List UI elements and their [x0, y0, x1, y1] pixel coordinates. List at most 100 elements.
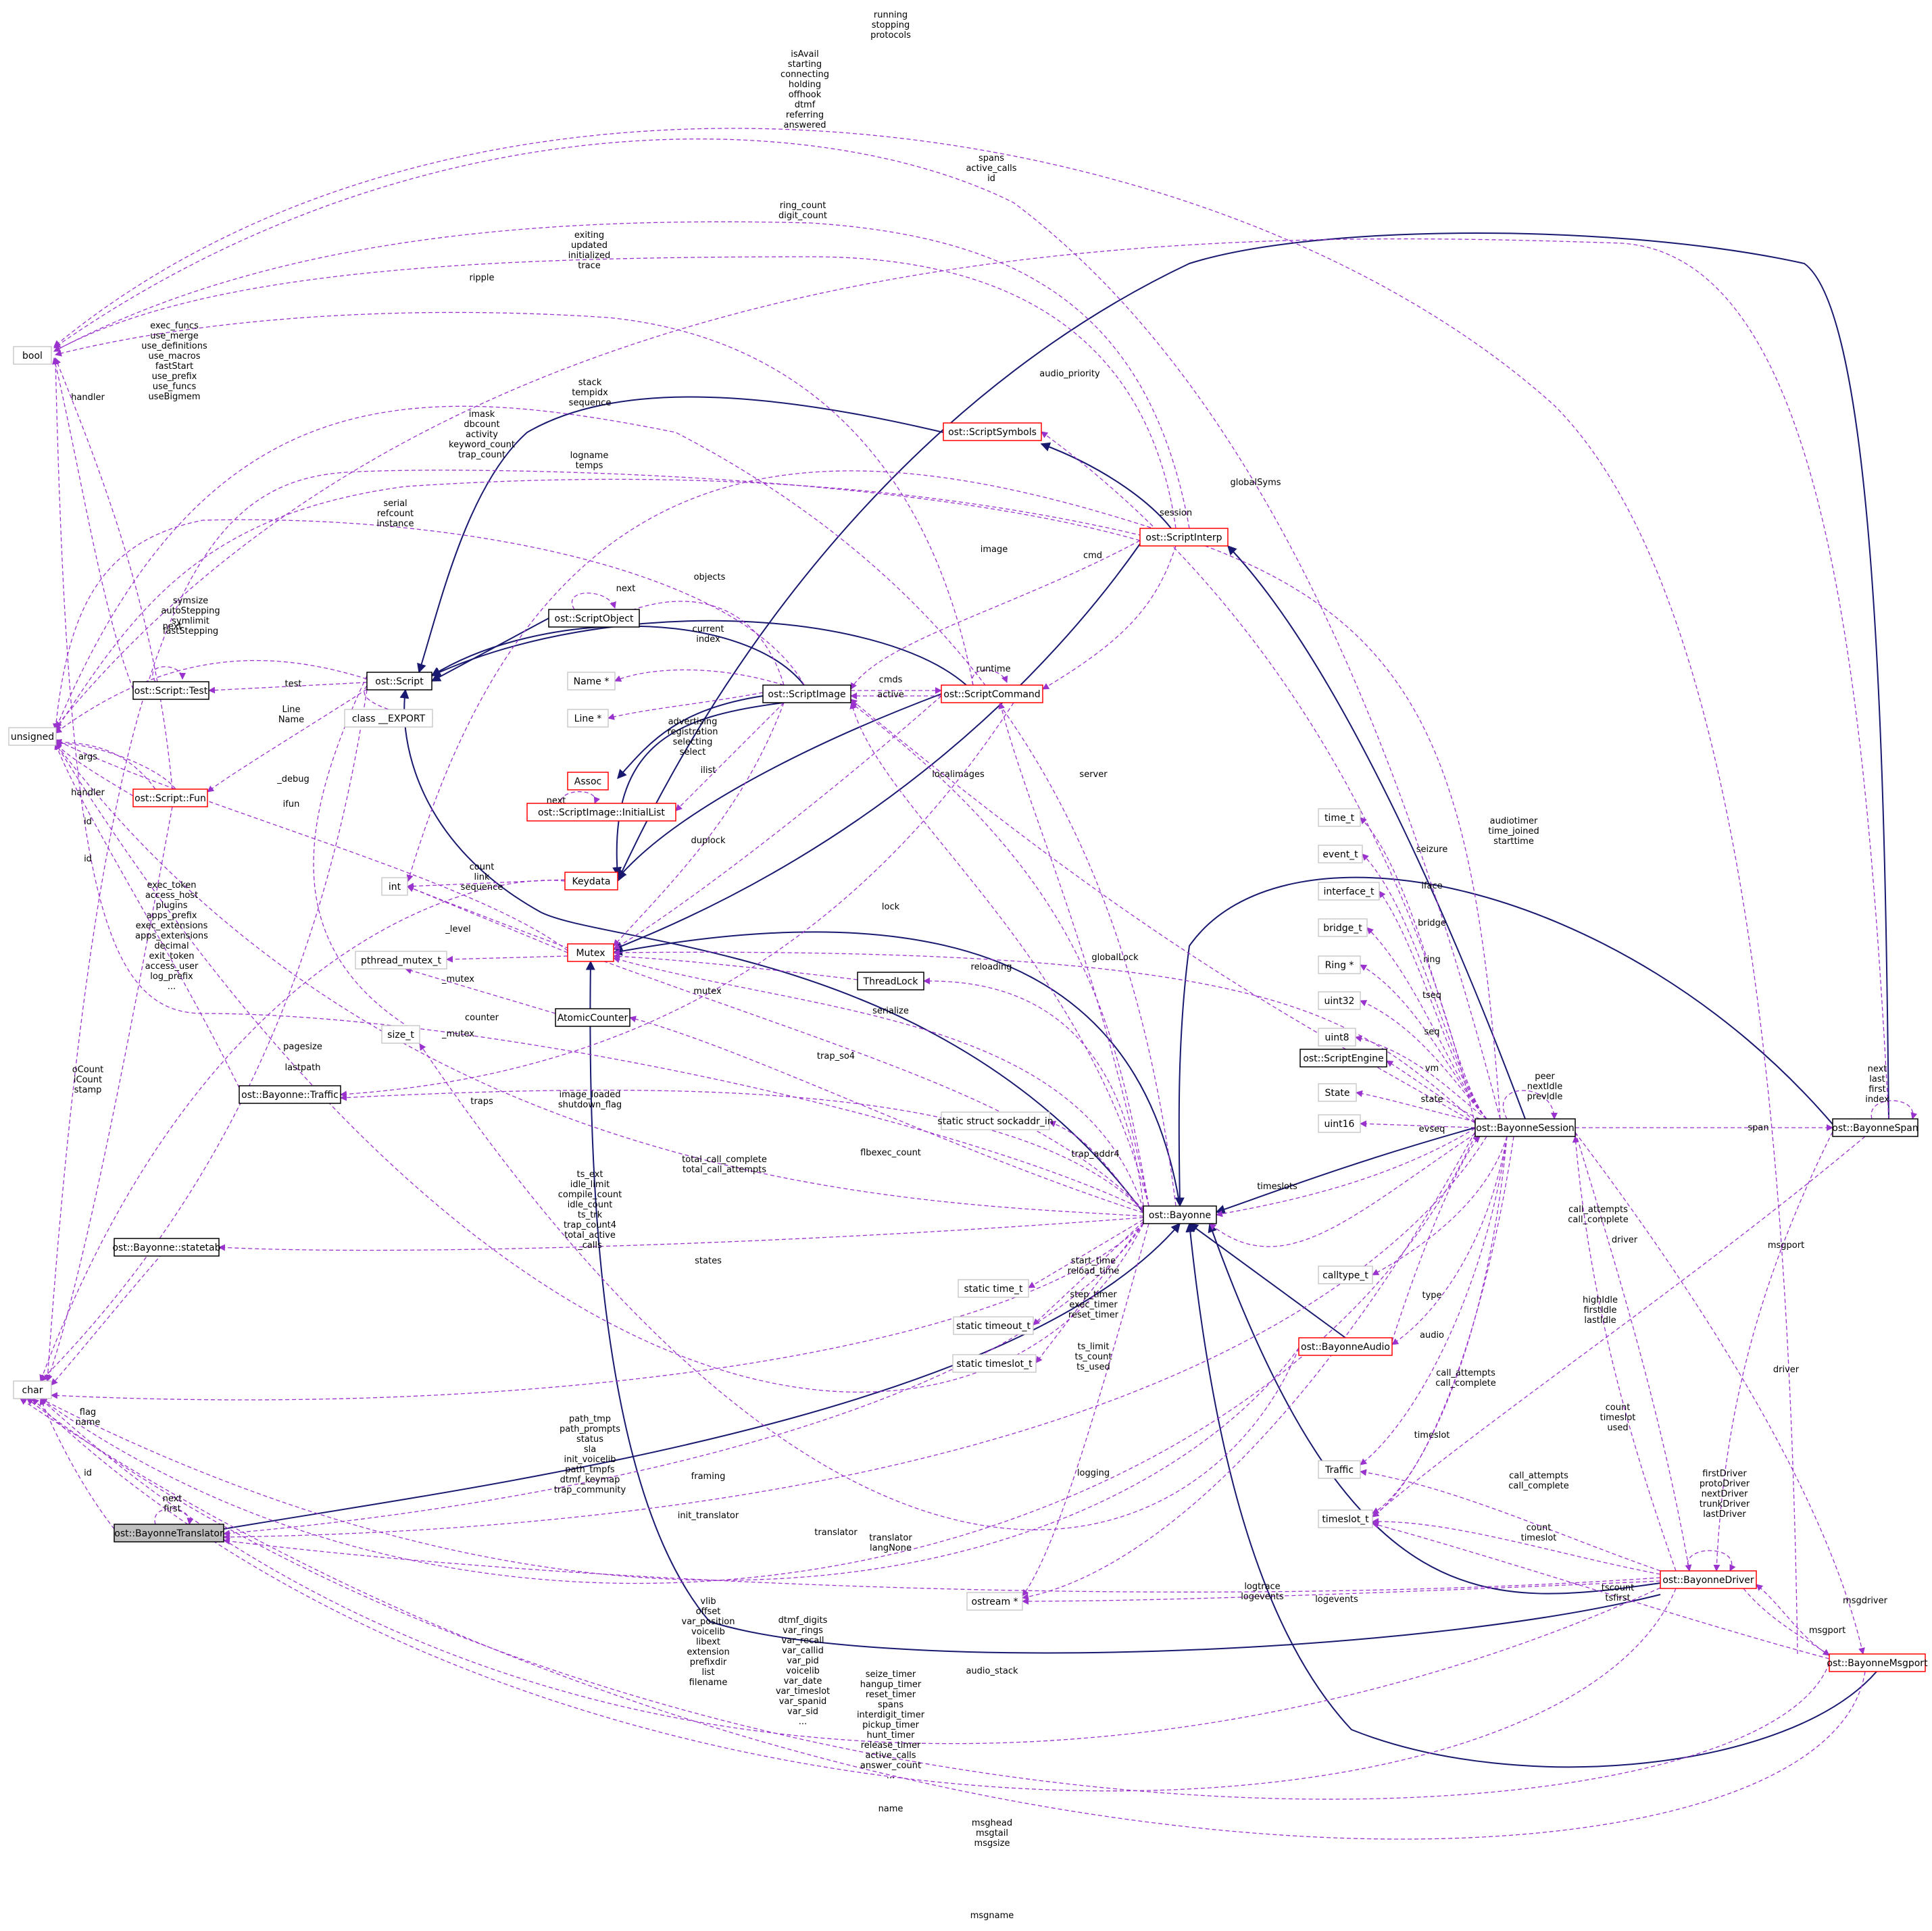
- edge-label: seize_timerhangup_timerreset_timerspansi…: [857, 1670, 925, 1781]
- edge-label: tseq: [1422, 990, 1441, 1001]
- usage-edge: [1033, 1221, 1144, 1326]
- node-static_timeslot: static timeslot_t: [952, 1354, 1037, 1373]
- edge-label: lastpath: [284, 1063, 320, 1073]
- edge-label: states: [695, 1256, 722, 1266]
- node-label: Mutex: [576, 948, 605, 959]
- usage-edge: [340, 702, 1014, 1098]
- edge-label: timeslots: [1257, 1182, 1297, 1192]
- node-keydata[interactable]: Keydata: [564, 872, 618, 891]
- node-session[interactable]: ost::BayonneSession: [1475, 1118, 1576, 1137]
- inheritance-edge: [1185, 1222, 1877, 1768]
- node-statetab[interactable]: ost::Bayonne::statetab: [112, 1238, 221, 1257]
- edge-label-line: logevents: [1315, 1595, 1358, 1605]
- edge-label-line: spans: [979, 153, 1004, 164]
- node-scriptcommand[interactable]: ost::ScriptCommand: [941, 684, 1043, 703]
- usage-edge: [20, 1398, 1866, 1840]
- edge-label: audio_stack: [966, 1666, 1018, 1676]
- node-static_timeout: static timeout_t: [953, 1316, 1034, 1335]
- edge-label-line: libext: [696, 1637, 720, 1647]
- node-threadlock[interactable]: ThreadLock: [857, 972, 924, 990]
- edge-label-line: current: [693, 624, 724, 634]
- node-span[interactable]: ost::BayonneSpan: [1832, 1118, 1918, 1137]
- edge-label: msgport: [1768, 1240, 1804, 1251]
- edge-label-line: time_joined: [1488, 826, 1539, 836]
- inheritance-edge: [399, 688, 1144, 1213]
- node-box: [344, 709, 433, 728]
- edge-label-line: lastDriver: [1703, 1509, 1746, 1520]
- usage-edge: [208, 682, 368, 694]
- edge-label-line: nextDriver: [1702, 1489, 1748, 1499]
- usage-edge: [53, 256, 1176, 529]
- edge-label-line: useBigmem: [148, 392, 200, 402]
- edge-label-line: serial: [383, 499, 407, 509]
- edge-label: exec_funcsuse_mergeuse_definitionsuse_ma…: [141, 321, 207, 402]
- node-atomic[interactable]: AtomicCounter: [555, 1008, 630, 1027]
- usage-edge: [1756, 1584, 1830, 1656]
- node-mutex[interactable]: Mutex: [567, 943, 614, 962]
- edge-label: trap_so4: [817, 1051, 855, 1061]
- node-scriptengine[interactable]: ost::ScriptEngine: [1299, 1049, 1387, 1068]
- edge-label: trap_addr4: [1071, 1149, 1119, 1159]
- node-label: static timeslot_t: [956, 1359, 1033, 1370]
- edge-label: seizure: [1416, 845, 1448, 855]
- node-assoc[interactable]: Assoc: [567, 772, 609, 791]
- node-label: ost::ScriptSymbols: [948, 427, 1037, 438]
- edge-label: cmds: [879, 675, 903, 685]
- edge-label-line: test: [285, 679, 302, 689]
- edge-label-line: voicelib: [786, 1666, 820, 1676]
- edge-label-line: exec_extensions: [136, 921, 208, 931]
- edge-label-line: objects: [694, 572, 726, 582]
- node-box: [1143, 1205, 1217, 1224]
- usage-edge: [1360, 1469, 1661, 1572]
- edge-label-line: index: [696, 634, 720, 645]
- edge-label: cmd: [1083, 551, 1102, 561]
- node-scriptinterp[interactable]: ost::ScriptInterp: [1139, 528, 1229, 547]
- node-bayonne[interactable]: ost::Bayonne: [1143, 1205, 1217, 1224]
- edge-label-line: exec_funcs: [150, 321, 199, 331]
- node-scriptsymbols[interactable]: ost::ScriptSymbols: [943, 422, 1042, 441]
- node-scriptimage[interactable]: ost::ScriptImage: [762, 684, 851, 703]
- edge-label-line: lastIdle: [1584, 1315, 1616, 1326]
- node-state: State: [1318, 1083, 1357, 1102]
- node-audio[interactable]: ost::BayonneAudio: [1298, 1337, 1393, 1356]
- edge-label-line: ts_count: [1074, 1352, 1112, 1362]
- inheritance-edge: [612, 931, 1181, 1207]
- node-test[interactable]: ost::Script::Test: [132, 681, 209, 700]
- edge-label-line: states: [695, 1256, 722, 1266]
- edge-label-line: call_complete: [1568, 1215, 1629, 1225]
- node-box: [114, 1524, 224, 1543]
- usage-edge: [218, 1217, 1144, 1251]
- edge-label-line: fastStart: [155, 361, 193, 372]
- edge-label-line: link: [474, 872, 490, 882]
- edge-label-line: symsize: [173, 596, 208, 606]
- edge-label: type: [1422, 1290, 1441, 1301]
- edge-label-line: reset_timer: [866, 1690, 916, 1700]
- edge-label-line: voicelib: [691, 1627, 725, 1637]
- edge-label-line: iface: [1421, 881, 1442, 891]
- node-box: [366, 672, 432, 691]
- edge-label: _mutex: [441, 974, 474, 984]
- node-scriptobject[interactable]: ost::ScriptObject: [548, 609, 640, 628]
- node-fun[interactable]: ost::Script::Fun: [132, 788, 208, 807]
- edge-label: serialize: [872, 1006, 909, 1016]
- edge-label-line: exec_timer: [1069, 1300, 1118, 1310]
- edge-label-line: activity: [466, 430, 498, 440]
- edge-label-line: var_sid: [787, 1707, 818, 1717]
- node-traffic_b[interactable]: ost::Bayonne::Traffic: [239, 1085, 341, 1104]
- node-driver[interactable]: ost::BayonneDriver: [1660, 1570, 1757, 1589]
- node-interface_t: interface_t: [1318, 882, 1380, 901]
- edge-label-line: count: [1527, 1523, 1552, 1533]
- node-script[interactable]: ost::Script: [366, 672, 432, 691]
- node-translator[interactable]: ost::BayonneTranslator: [114, 1524, 224, 1543]
- edge-label-line: _mutex: [441, 1029, 474, 1039]
- node-msgport[interactable]: ost::BayonneMsgport: [1827, 1653, 1928, 1672]
- node-initiallist[interactable]: ost::ScriptImage::InitialList: [526, 803, 676, 822]
- usage-edge: [1575, 1131, 1692, 1572]
- edge-label-line: msghead: [972, 1818, 1012, 1828]
- node-size_t: size_t: [381, 1025, 420, 1044]
